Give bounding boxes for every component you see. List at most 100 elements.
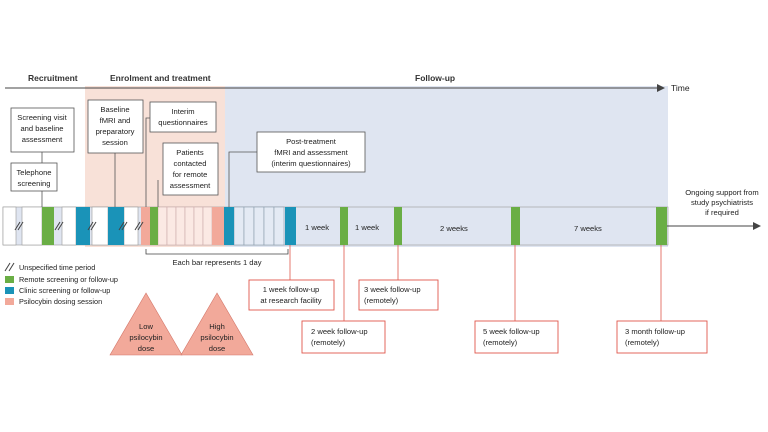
day-bar	[273, 206, 285, 246]
legend-clinic-swatch	[5, 287, 14, 294]
psilocybin-marker	[141, 207, 150, 245]
svg-text:Baseline: Baseline	[100, 105, 129, 114]
remote-marker	[511, 207, 520, 245]
svg-text:and baseline: and baseline	[20, 124, 63, 133]
svg-text:questionnaires: questionnaires	[158, 118, 208, 127]
followup-3-week: 3 week follow-up (remotely)	[358, 245, 439, 311]
svg-text:1 week follow-up: 1 week follow-up	[263, 285, 320, 294]
day-bar	[157, 206, 168, 246]
interim-box: Interim questionnaires	[149, 101, 217, 133]
unspecified-segment	[123, 206, 139, 246]
baseline-box: Baseline fMRI and preparatory session	[87, 99, 144, 154]
legend-psilocybin-swatch	[5, 298, 14, 305]
svg-text:dose: dose	[209, 344, 225, 353]
svg-text:Interim: Interim	[171, 107, 194, 116]
screening-visit-box: Screening visit and baseline assessment	[10, 107, 75, 153]
day-bracket	[145, 249, 289, 255]
svg-text:if required: if required	[705, 208, 739, 217]
svg-text:fMRI and: fMRI and	[100, 116, 131, 125]
phase-recruitment: Recruitment	[28, 73, 78, 83]
unspecified-segment	[61, 206, 77, 246]
remote-marker	[394, 207, 402, 245]
svg-text:psilocybin: psilocybin	[200, 333, 233, 342]
day-bar	[202, 206, 213, 246]
day-bar	[166, 206, 177, 246]
svg-text:screening: screening	[18, 179, 51, 188]
post-treatment-box: Post-treatment fMRI and assessment (inte…	[256, 131, 366, 173]
unspecified-slashes	[14, 221, 144, 231]
remote-marker	[150, 207, 158, 245]
unspecified-segment	[91, 206, 109, 246]
ongoing-support-text: Ongoing support from study psychiatrists…	[685, 188, 758, 217]
day-bar	[175, 206, 186, 246]
clinic-marker	[76, 207, 90, 245]
svg-text:5 week follow-up: 5 week follow-up	[483, 327, 540, 336]
patients-contacted-box: Patients contacted for remote assessment	[162, 142, 219, 196]
svg-text:preparatory: preparatory	[96, 127, 135, 136]
clinic-marker	[285, 207, 296, 245]
followup-5-week: 5 week follow-up (remotely)	[474, 245, 559, 354]
svg-text:3 month follow-up: 3 month follow-up	[625, 327, 685, 336]
svg-text:Low: Low	[139, 322, 153, 331]
remote-marker	[340, 207, 348, 245]
psilocybin-marker	[212, 207, 224, 245]
svg-text:2 week follow-up: 2 week follow-up	[311, 327, 368, 336]
unspecified-segment	[2, 206, 17, 246]
svg-text:Remote screening or follow-up: Remote screening or follow-up	[19, 275, 118, 284]
svg-text:study psychiatrists: study psychiatrists	[691, 198, 753, 207]
svg-text:Telephone: Telephone	[16, 168, 51, 177]
svg-text:assessment: assessment	[22, 135, 63, 144]
svg-text:session: session	[102, 138, 128, 147]
each-bar-label: Each bar represents 1 day	[172, 258, 261, 267]
remote-marker	[42, 207, 54, 245]
svg-text:(remotely): (remotely)	[364, 296, 399, 305]
remote-marker	[656, 207, 667, 245]
week-label-2: 1 week	[355, 223, 379, 232]
svg-text:(interim questionnaires): (interim questionnaires)	[271, 159, 351, 168]
week-label-1: 1 week	[305, 223, 329, 232]
day-bar	[263, 206, 275, 246]
svg-text:(remotely): (remotely)	[625, 338, 660, 347]
clinic-marker	[108, 207, 124, 245]
followup-2-week: 2 week follow-up (remotely)	[301, 245, 386, 354]
svg-text:3 week follow-up: 3 week follow-up	[364, 285, 421, 294]
svg-text:Post-treatment: Post-treatment	[286, 137, 337, 146]
low-dose-triangle: Low psilocybin dose	[109, 292, 183, 356]
svg-text:Patients: Patients	[176, 148, 204, 157]
clinic-marker	[224, 207, 234, 245]
svg-text:for remote: for remote	[173, 170, 208, 179]
svg-text:dose: dose	[138, 344, 154, 353]
time-label: Time	[671, 83, 690, 93]
week-label-3: 2 weeks	[440, 224, 468, 233]
week-label-4: 7 weeks	[574, 224, 602, 233]
day-bar	[193, 206, 204, 246]
day-bar	[243, 206, 255, 246]
day-bar	[184, 206, 195, 246]
svg-text:Ongoing support from: Ongoing support from	[685, 188, 758, 197]
legend: Unspecified time period Remote screening…	[4, 262, 118, 306]
svg-text:Clinic screening or follow-up: Clinic screening or follow-up	[19, 286, 110, 295]
day-bar	[253, 206, 265, 246]
legend-remote-swatch	[5, 276, 14, 283]
legend-unspecified	[4, 262, 15, 272]
svg-text:High: High	[209, 322, 225, 331]
svg-text:Psilocybin dosing session: Psilocybin dosing session	[19, 297, 102, 306]
svg-text:Screening visit: Screening visit	[17, 113, 67, 122]
unspecified-segment	[21, 206, 43, 246]
svg-text:(remotely): (remotely)	[311, 338, 346, 347]
phase-followup: Follow-up	[415, 73, 455, 83]
timeline-track	[2, 206, 669, 246]
high-dose-triangle: High psilocybin dose	[180, 292, 254, 356]
svg-text:fMRI and assessment: fMRI and assessment	[274, 148, 348, 157]
svg-text:assessment: assessment	[170, 181, 211, 190]
day-bar	[233, 206, 245, 246]
telephone-box: Telephone screening	[10, 162, 58, 192]
svg-text:psilocybin: psilocybin	[129, 333, 162, 342]
followup-1-week: 1 week follow-up at research facility	[248, 245, 335, 311]
svg-text:contacted: contacted	[174, 159, 207, 168]
svg-text:at research facility: at research facility	[260, 296, 321, 305]
phase-enrolment: Enrolment and treatment	[110, 73, 211, 83]
svg-text:Unspecified time period: Unspecified time period	[19, 263, 95, 272]
followup-3-month: 3 month follow-up (remotely)	[616, 245, 708, 354]
